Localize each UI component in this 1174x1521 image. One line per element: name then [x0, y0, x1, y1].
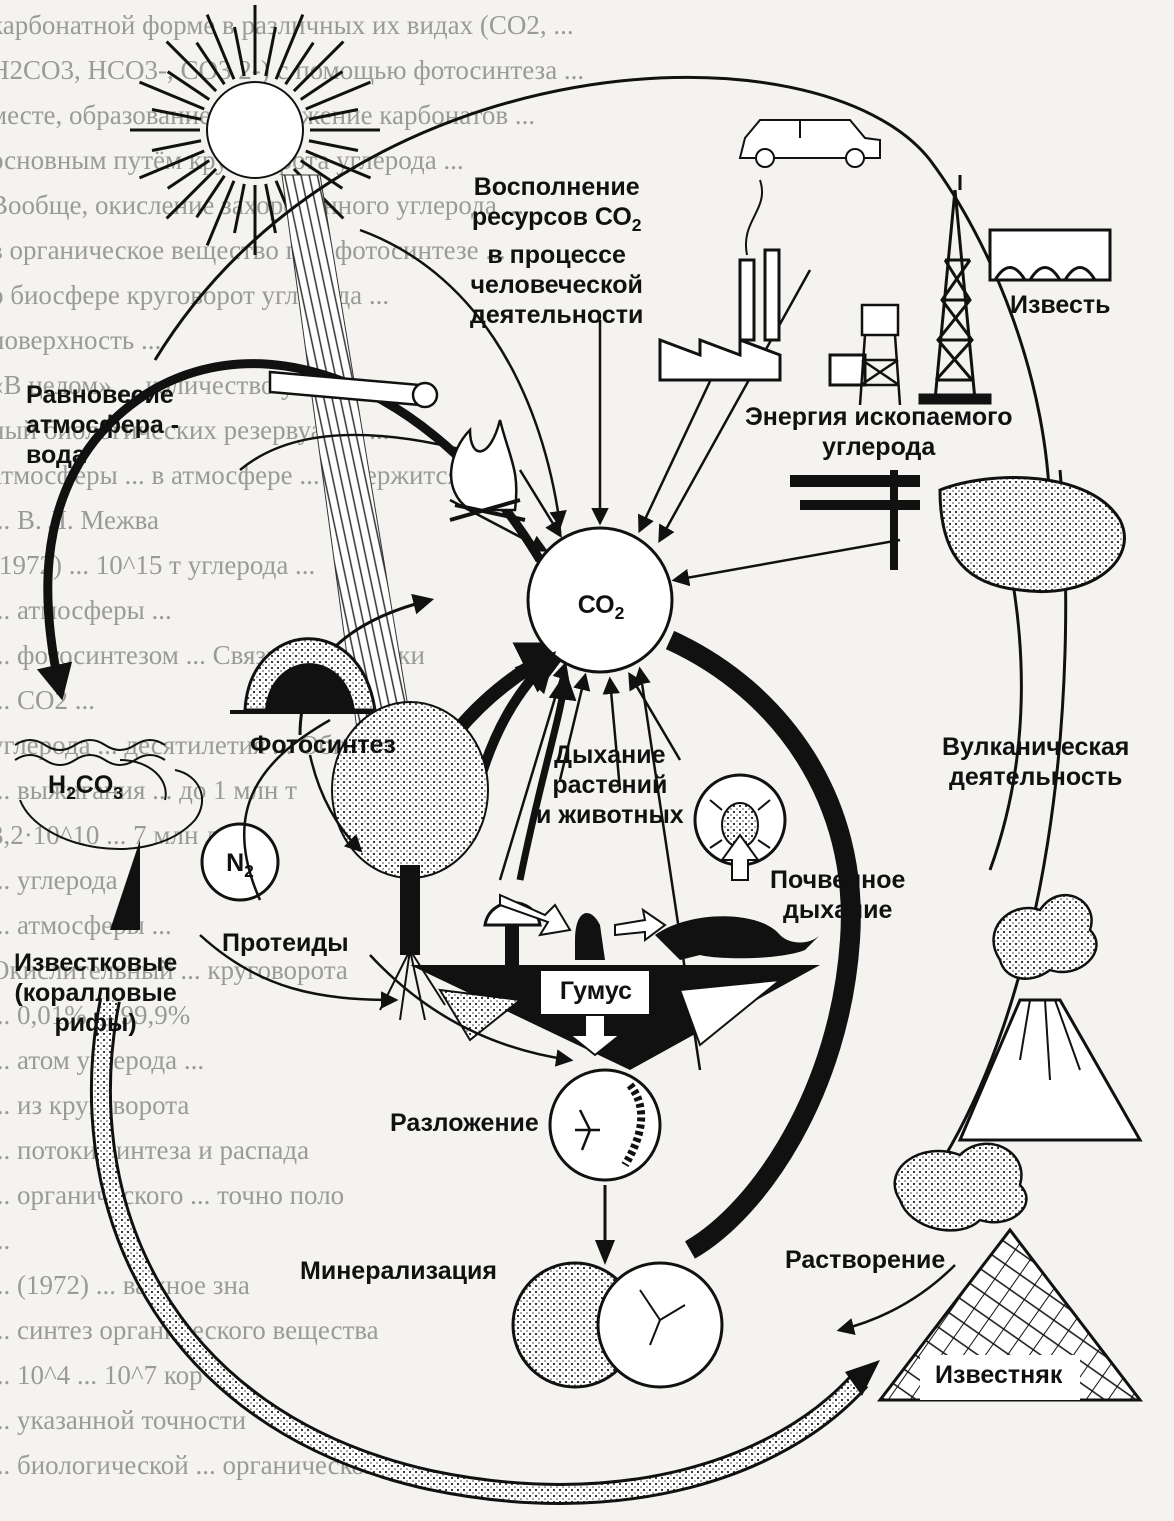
background-text-line: ... углерода — [0, 865, 118, 895]
background-text-line: ... органического ... точно поло — [0, 1180, 345, 1210]
atmosphere-water-arrow — [36, 359, 544, 701]
label-calcareous-reefs: Известковые (коралловые рифы) — [14, 949, 178, 1037]
soil-cycle-ring — [665, 630, 861, 1259]
tree-icon — [331, 701, 489, 1021]
background-text-line: ... атмосферы ... — [0, 910, 172, 940]
n2-node — [200, 822, 280, 902]
fossil-carbon-store — [790, 470, 1126, 593]
background-text-line: ... биологической ... органической — [0, 1450, 380, 1480]
mine-tower-icon — [858, 303, 902, 406]
oil-derrick-icon — [918, 175, 992, 405]
photosynthesis-leaf-icon — [230, 637, 390, 714]
background-text-line: Окислительный ... круговорота — [0, 955, 348, 985]
sun-ray — [284, 41, 315, 86]
sun-ray — [165, 167, 218, 220]
outer-arc-top — [153, 75, 1052, 521]
label-n2: N2 — [226, 849, 254, 881]
factory-icon — [658, 179, 867, 387]
sun-ray — [205, 180, 236, 247]
limestone-arc — [89, 997, 869, 1505]
background-text-line: ... 10^4 ... 10^7 кор — [0, 1360, 203, 1390]
label-replenish: Восполнение ресурсов СО2 в процессе чело… — [470, 173, 644, 329]
sun-ray — [233, 183, 246, 234]
sun-ray — [195, 174, 226, 219]
ocean-water-icon — [14, 739, 204, 850]
sun-ray — [305, 149, 372, 180]
humus-soil-layer — [410, 965, 820, 1070]
limestone-rock-icon — [876, 1142, 1144, 1402]
background-text-line: ... атмосферы ... — [0, 595, 172, 625]
label-limestone: Известняк — [935, 1361, 1063, 1389]
background-text-line: карбонатной форме в различных их видах (… — [0, 10, 574, 40]
label-photosynthesis: Фотосинтез — [250, 731, 396, 759]
lime-kiln-icon — [988, 228, 1112, 282]
background-text-line: H2CO3, HCO3-, CO3 2-) с помощью фотосинт… — [0, 55, 585, 85]
label-decomposition: Разложение — [390, 1109, 539, 1137]
sun-ray — [308, 108, 359, 121]
volcano-icon — [957, 893, 1143, 1142]
sun-ray — [165, 40, 218, 93]
label-h2co3: H2CO3 — [48, 771, 124, 803]
label-soil-respiration: Почвенное дыхание — [770, 866, 906, 924]
sun-ray — [205, 13, 236, 80]
car-icon — [738, 119, 881, 168]
sun-icon — [130, 5, 380, 255]
sun-ray — [151, 108, 202, 121]
sun-ray — [233, 26, 246, 77]
label-co2: СО2 — [577, 591, 625, 623]
sun-ray — [308, 139, 359, 152]
sun-ray — [151, 139, 202, 152]
mineralization-node — [511, 1261, 724, 1389]
sun-ray — [292, 40, 345, 93]
background-text-line: ... — [0, 1225, 11, 1255]
label-atmosphere-water-balance: Равновесие атмосфера - вода — [26, 381, 180, 469]
background-text-line: ... потоки синтеза и распада — [0, 1135, 310, 1165]
sun-ray — [274, 13, 305, 80]
background-text-line: ... (1972) ... важное зна — [0, 1270, 250, 1300]
background-text-line: Вообще, окисление захороненного углерода… — [0, 190, 524, 220]
co2-node — [526, 526, 674, 674]
sun-ray — [166, 159, 211, 190]
sun-ray — [264, 26, 277, 77]
label-mineralization: Минерализация — [300, 1257, 497, 1285]
fox-icon — [575, 913, 820, 960]
sun-ray — [305, 80, 372, 111]
label-dissolution: Растворение — [785, 1246, 946, 1274]
background-text-line: ... выжигания ... до 1 млн т — [0, 775, 297, 805]
sun-ray — [299, 159, 344, 190]
label-humus: Гумус — [559, 977, 633, 1005]
sun-ray — [166, 70, 211, 101]
label-plant-animal-respiration: Дыхание растений и животных — [536, 741, 684, 829]
background-text-line: ... В. Л. Межва — [0, 505, 159, 535]
decomposition-node — [548, 1068, 662, 1182]
sun-ray — [138, 149, 205, 180]
label-volcanic-activity: Вулканическая деятельность — [942, 733, 1130, 791]
label-lime: Известь — [1010, 291, 1111, 319]
background-text-line: ... указанной точности — [0, 1405, 247, 1435]
sun-ray — [195, 41, 226, 86]
sun-ray — [138, 80, 205, 111]
burning-wood-icon — [268, 370, 526, 522]
sun-ray — [299, 70, 344, 101]
background-text-line: поверхность ... — [0, 325, 162, 355]
label-fossil-energy: Энергия ископаемого углерода — [745, 403, 1013, 461]
label-proteids: Протеиды — [222, 929, 349, 957]
